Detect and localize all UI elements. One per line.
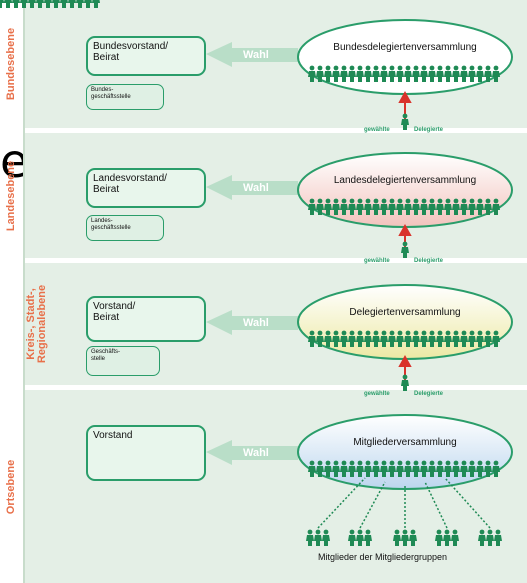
delegates-label-2: Delegierte <box>414 258 444 264</box>
delegation-arrow-3 <box>398 354 412 383</box>
level-label-bund: Bundesebene <box>5 27 18 101</box>
election-label-bund: Wahl <box>243 49 269 61</box>
election-arrow-3 <box>206 310 298 335</box>
level-label-ort: Ortsebene <box>5 459 18 514</box>
elected-label-3: gewählte <box>364 391 390 397</box>
assembly-ellipse-kreis <box>297 284 513 360</box>
members-caption: Mitglieder der Mitgliedergruppen <box>318 552 448 562</box>
elected-label-2: gewählte <box>364 258 390 264</box>
assembly-label-bund: Bundesdelegiertenversammlung <box>333 42 477 53</box>
delegates-label-3: Delegierte <box>414 391 444 397</box>
election-arrow-2 <box>206 175 298 200</box>
assembly-label-kreis: Delegiertenversammlung <box>349 307 461 318</box>
office-box-land: Landes- geschäftsstelle <box>86 215 164 241</box>
board-box-kreis: Vorstand/ Beirat <box>86 296 206 342</box>
assembly-ellipse-land <box>297 152 513 228</box>
level-label-land: Landesebene <box>5 160 17 231</box>
assembly-label-ort: Mitgliederversammlung <box>353 437 457 448</box>
level-label-kreis: Kreis-, Stadt-, Regionalebene <box>25 284 48 364</box>
elected-label-1: gewählte <box>364 127 390 133</box>
election-arrow-4 <box>206 440 298 465</box>
assembly-ellipse-ort <box>297 414 513 490</box>
election-label-kreis: Wahl <box>243 317 269 329</box>
election-label-land: Wahl <box>243 182 269 194</box>
election-label-ort: Wahl <box>243 447 269 459</box>
election-arrow-1 <box>206 42 298 67</box>
board-box-ort: Vorstand <box>86 425 206 481</box>
board-box-bund: Bundesvorstand/ Beirat <box>86 36 206 76</box>
office-box-bund: Bundes- geschäftsstelle <box>86 84 164 110</box>
board-box-land: Landesvorstand/ Beirat <box>86 168 206 208</box>
delegates-label-1: Delegierte <box>414 127 444 133</box>
assembly-label-land: Landesdelegiertenversammlung <box>333 175 477 186</box>
office-box-kreis: Geschäfts- stelle <box>86 346 160 376</box>
assembly-ellipse-bund <box>297 19 513 95</box>
